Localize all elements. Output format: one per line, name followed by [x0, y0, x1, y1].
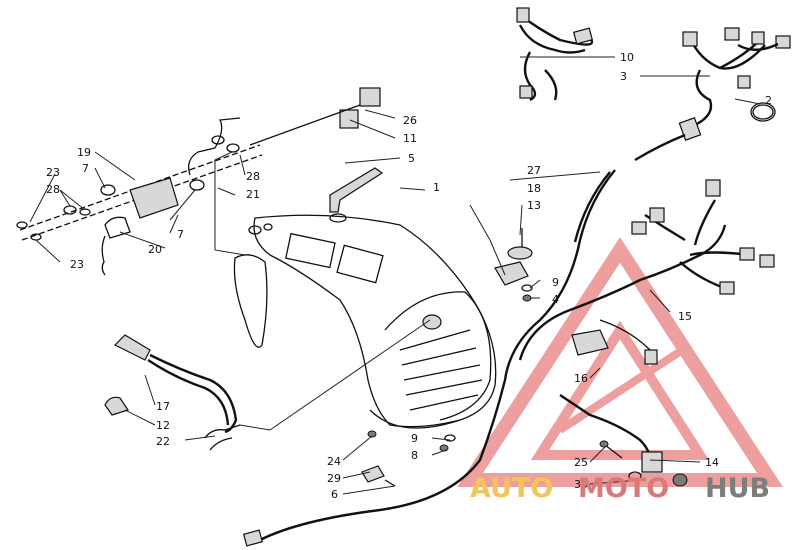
callout-19: 19	[77, 146, 91, 159]
throttle-cable-assembly	[104, 319, 431, 451]
callout-13: 13	[527, 199, 541, 212]
watermark-triangle-logo	[457, 237, 783, 487]
callout-28a: 28	[46, 183, 60, 196]
handlebar-switch-assembly	[16, 87, 381, 276]
callout-7a: 7	[82, 162, 89, 175]
callout-27: 27	[527, 164, 541, 177]
callout-leader-lines	[29, 56, 761, 495]
watermark-moto: MOTO	[578, 473, 669, 504]
callout-28b: 28	[246, 170, 260, 183]
callout-26: 26	[403, 114, 417, 127]
callout-17: 17	[156, 400, 170, 413]
callout-23b: 23	[70, 258, 84, 271]
watermark-auto: AUTO	[470, 473, 553, 504]
watermark-wordmark: AUTO MOTO HUB	[470, 473, 770, 504]
watermark-hub: HUB	[705, 473, 770, 504]
callout-7b: 7	[177, 228, 184, 241]
callout-6: 6	[331, 488, 338, 501]
wire-harness-main	[242, 169, 775, 547]
callout-5: 5	[408, 152, 415, 165]
callout-18: 18	[527, 182, 541, 195]
front-shroud-housing	[233, 214, 497, 429]
callout-14: 14	[705, 456, 719, 469]
mount-assembly-18	[494, 228, 533, 302]
callout-29: 29	[327, 472, 341, 485]
bracket-part-5	[329, 167, 384, 223]
callout-21: 21	[246, 188, 260, 201]
callout-4: 4	[552, 293, 559, 306]
wire-harness-upper	[516, 7, 791, 162]
callout-1: 1	[433, 181, 440, 194]
callout-10: 10	[620, 51, 634, 64]
callout-12: 12	[156, 419, 170, 432]
callout-3: 3	[620, 70, 627, 83]
callout-22: 22	[156, 435, 170, 448]
lower-electrical-parts	[361, 319, 688, 487]
callout-9b: 9	[411, 432, 418, 445]
callout-20: 20	[148, 243, 162, 256]
callout-2: 2	[765, 94, 772, 107]
callout-16: 16	[574, 372, 588, 385]
callout-11: 11	[403, 132, 417, 145]
callout-15: 15	[678, 310, 692, 323]
callout-9a: 9	[552, 276, 559, 289]
callout-24: 24	[327, 455, 341, 468]
callout-23a: 23	[46, 166, 60, 179]
callout-8: 8	[411, 449, 418, 462]
callout-labels: 1 2 3 4 5 6 7 7 8 9 9 10 11 12 13 14 15 …	[46, 51, 772, 501]
callout-25: 25	[574, 456, 588, 469]
callout-30: 30	[574, 478, 588, 491]
